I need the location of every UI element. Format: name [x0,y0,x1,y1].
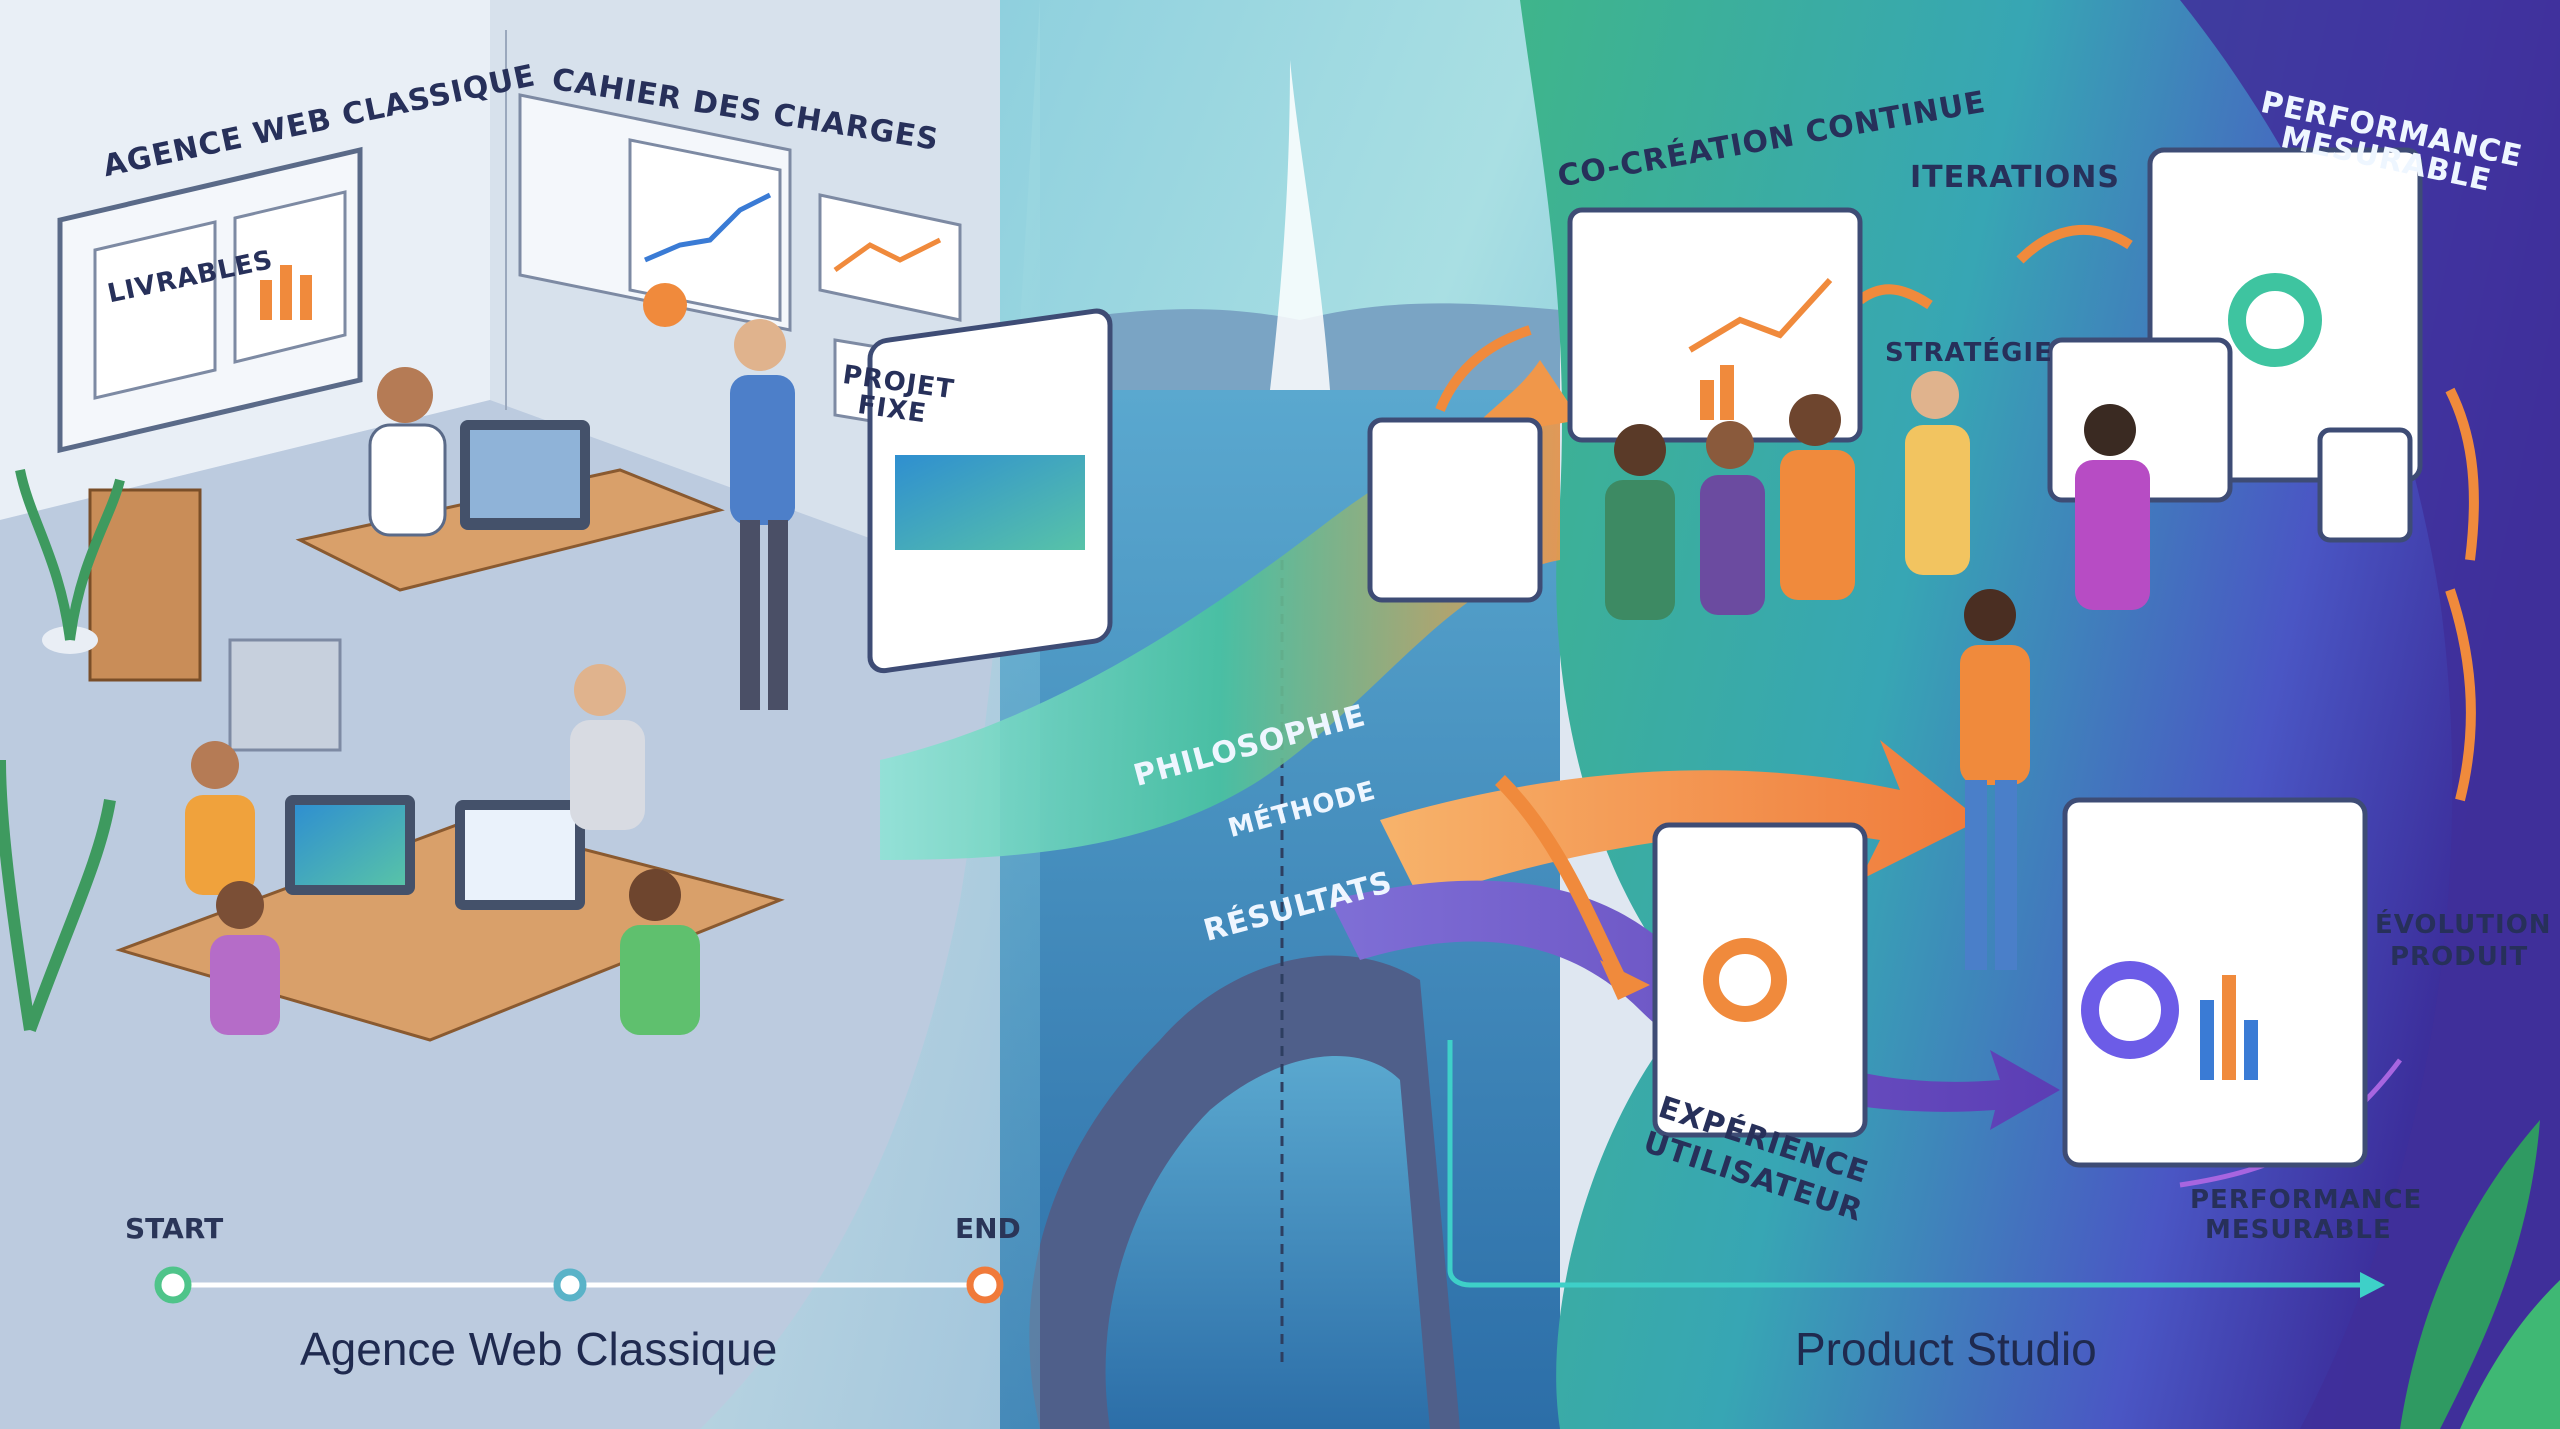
iterations-label: ITERATIONS [1910,160,2120,195]
timeline-start-label: START [125,1212,224,1245]
evolution-label-line1: ÉVOLUTION [2375,910,2552,940]
performance-bottom-line2: MESURABLE [2205,1215,2392,1245]
timeline-end-label: END [955,1212,1021,1245]
right-footer-title: Product Studio [1795,1323,2097,1375]
strategy-label: STRATÉGIE [1885,338,2053,368]
left-footer-title: Agence Web Classique [300,1323,778,1375]
evolution-label-line2: PRODUIT [2390,942,2529,972]
performance-bottom-line1: PERFORMANCE [2190,1185,2423,1215]
